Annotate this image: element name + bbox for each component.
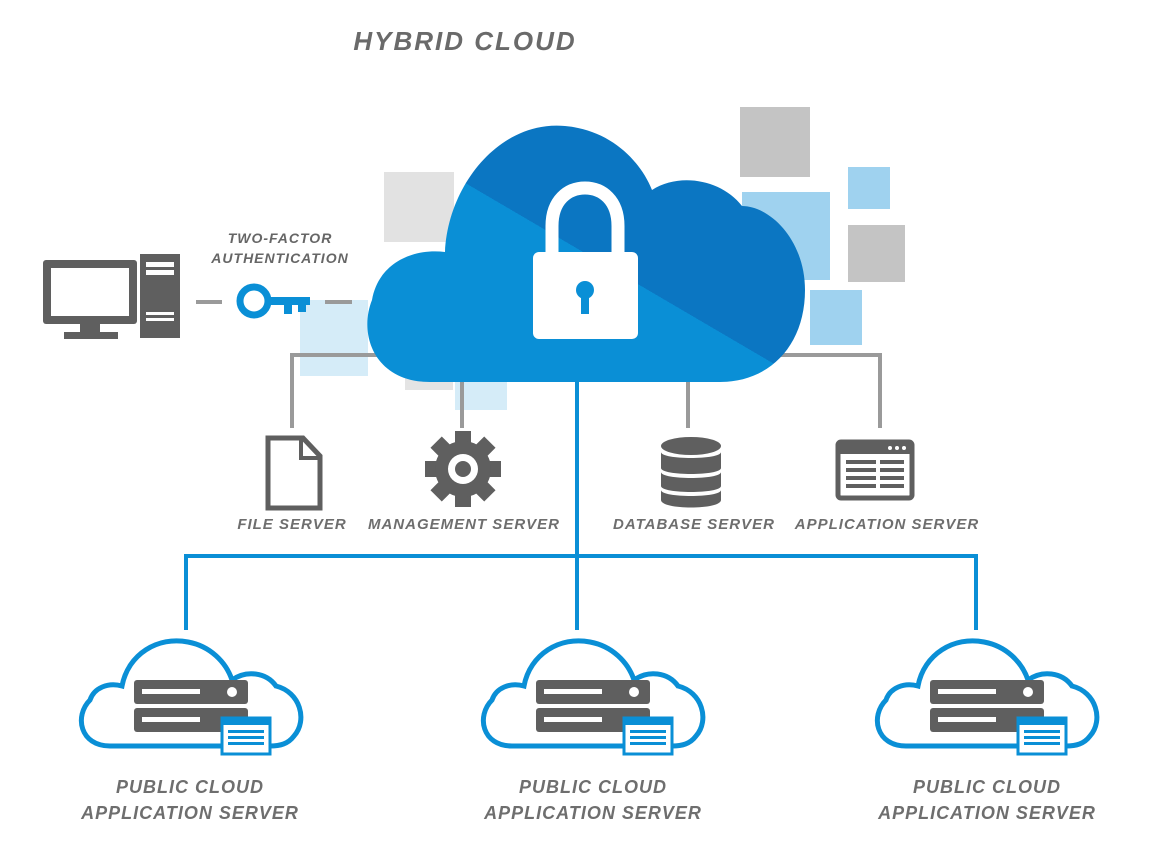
computer-icon — [43, 254, 180, 339]
file-icon — [265, 435, 323, 511]
server-rack-icon — [536, 680, 674, 756]
diagram-title: HYBRID CLOUD — [353, 26, 577, 56]
public-cloud-label-line1: PUBLIC CLOUD — [913, 777, 1061, 797]
public-cloud-label-line1: PUBLIC CLOUD — [116, 777, 264, 797]
public-cloud-label-2: PUBLIC CLOUD APPLICATION SERVER — [443, 774, 743, 826]
public-cloud-label-1: PUBLIC CLOUD APPLICATION SERVER — [40, 774, 340, 826]
public-cloud-3 — [877, 641, 1097, 756]
gear-icon — [425, 431, 501, 507]
management-server-label: MANAGEMENT SERVER — [367, 516, 560, 533]
public-cloud-2 — [483, 641, 703, 756]
key-icon — [236, 283, 310, 319]
lock-icon — [533, 181, 638, 339]
file-server-label: FILE SERVER — [237, 516, 347, 533]
application-server-label: APPLICATION SERVER — [794, 516, 980, 533]
auth-label-line1: TWO-FACTOR — [227, 230, 333, 246]
public-cloud-label-line1: PUBLIC CLOUD — [519, 777, 667, 797]
public-cloud-label-3: PUBLIC CLOUD APPLICATION SERVER — [837, 774, 1137, 826]
network-lines — [184, 380, 978, 630]
auth-label-line2: AUTHENTICATION — [211, 250, 349, 266]
public-cloud-1 — [81, 641, 301, 756]
server-rack-icon — [930, 680, 1068, 756]
application-window-icon — [835, 439, 915, 501]
public-cloud-label-line2: APPLICATION SERVER — [81, 803, 299, 823]
database-icon — [661, 437, 721, 508]
database-server-label: DATABASE SERVER — [613, 516, 775, 533]
server-rack-icon — [134, 680, 272, 756]
auth-label: TWO-FACTOR AUTHENTICATION — [190, 228, 370, 268]
public-cloud-label-line2: APPLICATION SERVER — [878, 803, 1096, 823]
public-cloud-label-line2: APPLICATION SERVER — [484, 803, 702, 823]
